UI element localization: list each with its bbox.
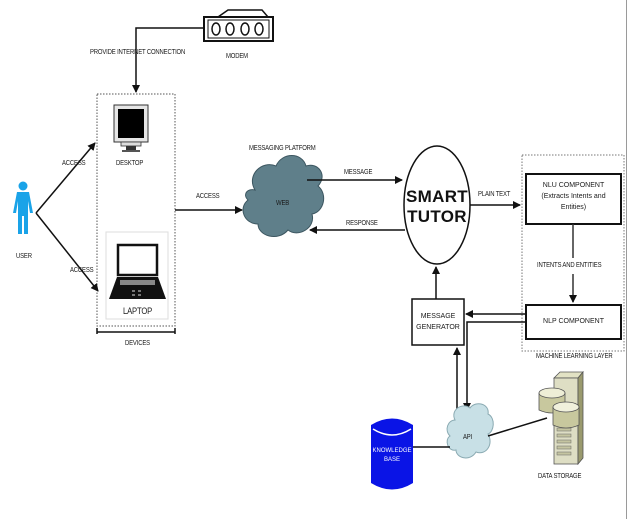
ml-layer-container (521, 154, 625, 352)
smart-tutor-line1: SMART (406, 187, 468, 206)
devices-label: DEVICES (125, 340, 150, 347)
nlu-line2: (Extracts Intents and (541, 193, 606, 200)
nlu-line3: Entities) (560, 204, 587, 211)
devices-container (96, 93, 176, 327)
frame-border (626, 0, 627, 519)
smart-tutor-line2: TUTOR (407, 207, 467, 226)
label-intents-and-entities: INTENTS AND ENTITIES (537, 262, 602, 269)
server-storage-icon (538, 370, 584, 466)
edge-user-to-desktop (35, 142, 96, 214)
web-label: WEB (276, 200, 290, 207)
person-icon (13, 181, 33, 234)
label-message: MESSAGE (344, 169, 373, 176)
knowledge-base-line2: BASE (383, 457, 400, 463)
label-provide-internet-connection: PROVIDE INTERNET CONNECTION (90, 49, 186, 56)
user-label: USER (16, 253, 32, 260)
smart-tutor-label: SMART TUTOR (404, 187, 470, 227)
desktop-monitor-icon (113, 104, 149, 152)
modem-label: MODEM (226, 53, 248, 60)
laptop-icon (105, 231, 169, 320)
edge-nlp-to-api (463, 321, 525, 411)
label-plain-text: PLAIN TEXT (478, 191, 511, 198)
knowledge-base-label: KNOWLEDGE BASE (371, 447, 413, 465)
nlp-component-box (525, 304, 622, 340)
nlp-component-label: NLP COMPONENT (543, 318, 604, 325)
label-access-laptop: ACCESS (70, 267, 94, 274)
modem-icon (203, 9, 274, 42)
label-access-desktop: ACCESS (62, 160, 86, 167)
laptop-label: LAPTOP (123, 306, 153, 316)
label-access-web: ACCESS (196, 193, 220, 200)
data-storage-label: DATA STORAGE (538, 473, 582, 480)
message-generator-box (411, 298, 465, 346)
message-generator-line1: MESSAGE (420, 313, 456, 320)
desktop-label: DESKTOP (116, 160, 144, 167)
database-cylinder-icon (371, 418, 413, 490)
nlu-component-box (525, 173, 622, 225)
devices-bracket (96, 328, 176, 334)
label-response: RESPONSE (346, 220, 378, 227)
ml-layer-label: MACHINE LEARNING LAYER (536, 353, 613, 360)
message-generator-line2: GENERATOR (416, 324, 460, 331)
api-label: API (463, 434, 473, 441)
nlu-component-label: NLU COMPONENT (Extracts Intents and Enti… (526, 180, 621, 213)
knowledge-base-line1: KNOWLEDGE (372, 448, 412, 454)
edge-api-to-data-storage (487, 417, 548, 437)
edge-user-to-laptop (35, 212, 99, 292)
web-cloud-icon (242, 155, 325, 238)
message-generator-label: MESSAGE GENERATOR (412, 311, 464, 333)
edge-modem-to-devices (132, 27, 204, 93)
api-cloud-icon (446, 403, 494, 459)
nlu-line1: NLU COMPONENT (542, 182, 605, 189)
messaging-platform-label: MESSAGING PLATFORM (249, 145, 316, 152)
